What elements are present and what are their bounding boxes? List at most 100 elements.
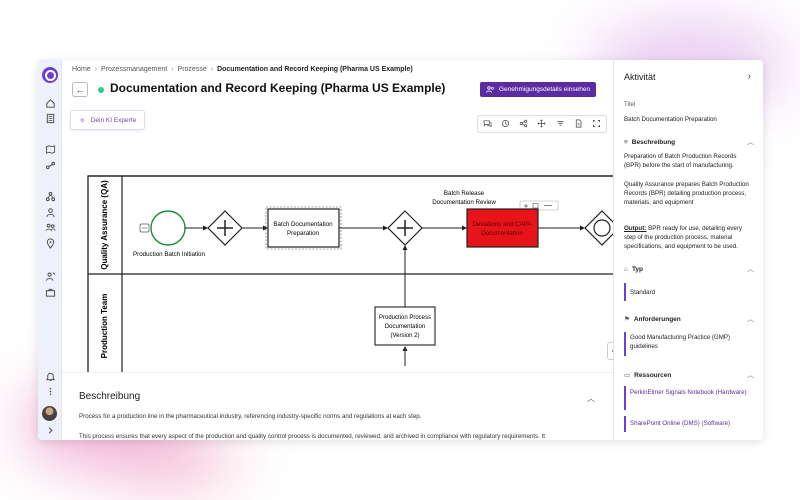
requirements-icon: ⚑ xyxy=(624,316,630,323)
description-text: Process for a production line in the pha… xyxy=(79,413,422,420)
event-gateway[interactable] xyxy=(584,210,613,246)
task-label: Documentation xyxy=(481,230,523,237)
move-icon[interactable] xyxy=(537,115,546,133)
people-settings-icon[interactable] xyxy=(44,270,56,282)
lane-label-production: Production Team xyxy=(100,294,109,359)
resource-accent-bar xyxy=(624,416,626,432)
beschreibung-text: Quality Assurance prepares Batch Product… xyxy=(624,181,749,206)
task-label: Production Process xyxy=(379,315,431,321)
chevron-right-icon: › xyxy=(210,66,214,73)
expand-rail-icon[interactable] xyxy=(44,424,56,436)
breadcrumb: Home › Prozessmanagement › Prozesse › Do… xyxy=(72,66,413,73)
location-icon[interactable] xyxy=(44,237,56,249)
back-button[interactable]: ← xyxy=(72,82,88,97)
sparkle-icon: ✧ xyxy=(79,115,86,125)
ai-expert-button[interactable]: ✧ Dein KI Experte xyxy=(70,110,146,130)
user-icon[interactable] xyxy=(44,206,56,218)
description-heading: Beschreibung xyxy=(79,391,141,402)
filter-icon[interactable] xyxy=(556,115,565,133)
box-icon: ▭ xyxy=(624,372,631,379)
approval-details-button[interactable]: Genehmigungsdetails einsehen xyxy=(480,82,597,97)
anforderungen-section-header[interactable]: ⚑ Anforderungen ︿ xyxy=(624,313,754,325)
chevron-right-icon: › xyxy=(94,66,98,73)
message-icon xyxy=(139,223,150,233)
panel-heading: Aktivität xyxy=(624,72,656,82)
task-label: Batch Documentation xyxy=(273,221,333,228)
map-icon[interactable] xyxy=(44,143,56,155)
main-area: Home › Prozessmanagement › Prozesse › Do… xyxy=(62,60,625,440)
task-label: Preparation xyxy=(287,230,320,237)
text-lines-icon: ≡ xyxy=(624,138,628,146)
comments-icon[interactable] xyxy=(483,115,492,133)
users-icon[interactable] xyxy=(44,221,56,233)
people-icon xyxy=(486,86,494,93)
ai-expert-label: Dein KI Experte xyxy=(90,116,137,124)
breadcrumb-processes[interactable]: Prozesse xyxy=(177,66,207,73)
approval-details-label: Genehmigungsdetails einsehen xyxy=(499,86,591,93)
task-label: (Version 2) xyxy=(390,333,419,339)
list-icon[interactable] xyxy=(44,112,56,124)
resource-accent-bar xyxy=(624,386,626,410)
task-batch-documentation[interactable] xyxy=(265,206,342,250)
status-dot xyxy=(98,87,104,93)
output-text: Output: BPR ready for use, detailing eve… xyxy=(624,225,754,252)
anforderungen-accent-bar xyxy=(624,332,626,356)
process-diagram[interactable]: Quality Assurance (QA) Production Team P… xyxy=(62,136,613,376)
briefcase-icon[interactable] xyxy=(44,286,56,298)
parallel-gateway[interactable] xyxy=(387,210,423,246)
context-pad[interactable] xyxy=(519,200,559,211)
beschreibung-label: Beschreibung xyxy=(631,138,676,146)
title-field[interactable]: Batch Documentation Preparation xyxy=(624,116,717,123)
typ-value: Standard xyxy=(630,289,656,296)
task-label: Documentation xyxy=(385,324,425,330)
start-event[interactable] xyxy=(150,210,186,246)
chevron-up-icon: ︿ xyxy=(747,266,754,273)
description-text: This process ensures that every aspect o… xyxy=(79,433,546,440)
chevron-right-icon[interactable]: › xyxy=(747,71,751,82)
chevron-right-icon: › xyxy=(171,66,174,73)
flow-label: Documentation Review xyxy=(432,199,496,206)
title-label: Titel xyxy=(624,102,636,108)
typ-section-header[interactable]: ⌂ Typ ︿ xyxy=(624,263,754,275)
chevron-up-icon: ︿ xyxy=(747,372,754,379)
resource-link[interactable]: PerkinElmer Signals Notebook (Hardware) xyxy=(630,389,747,396)
task-label: Deviations and CAPA xyxy=(472,221,532,228)
beschreibung-text: Preparation of Batch Production Records … xyxy=(624,153,737,169)
document-icon[interactable] xyxy=(574,115,583,133)
output-label: Output: xyxy=(624,225,647,232)
anforderungen-value: Good Manufacturing Practice (GMP) guidel… xyxy=(630,334,731,350)
ressourcen-section-header[interactable]: ▭ Ressourcen ︿ xyxy=(624,369,754,381)
expand-icon[interactable] xyxy=(592,115,601,133)
task-deviations-capa[interactable] xyxy=(466,208,539,248)
more-vertical-icon[interactable] xyxy=(44,385,56,397)
anforderungen-label: Anforderungen xyxy=(633,315,681,323)
hierarchy-icon[interactable] xyxy=(44,190,56,202)
tag-icon: ⌂ xyxy=(624,265,628,273)
bell-icon[interactable] xyxy=(44,370,56,382)
collapse-chevron-icon[interactable]: ︿ xyxy=(587,394,595,403)
typ-label: Typ xyxy=(631,265,644,273)
beschreibung-section-header[interactable]: ≡ Beschreibung ︿ xyxy=(624,136,754,148)
app-logo[interactable] xyxy=(42,67,58,83)
task-production-process[interactable] xyxy=(374,306,436,346)
lane-label-qa: Quality Assurance (QA) xyxy=(100,180,109,270)
parallel-gateway[interactable] xyxy=(207,210,243,246)
home-icon[interactable] xyxy=(44,97,56,109)
chevron-up-icon: ︿ xyxy=(747,139,754,146)
ressourcen-label: Ressourcen xyxy=(634,371,672,379)
nav-rail xyxy=(38,60,62,440)
typ-accent-bar xyxy=(624,283,626,301)
avatar[interactable] xyxy=(42,406,57,421)
flow-label: Batch Release xyxy=(444,190,485,197)
history-icon[interactable] xyxy=(501,115,510,133)
graph-icon[interactable] xyxy=(44,159,56,171)
breadcrumb-home[interactable]: Home xyxy=(72,66,91,73)
breadcrumb-current: Documentation and Record Keeping (Pharma… xyxy=(217,66,413,73)
share-network-icon[interactable] xyxy=(519,115,528,133)
output-value: BPR ready for use, detailing every step … xyxy=(624,225,742,250)
resource-link[interactable]: SharePoint Online (DMS) (Software) xyxy=(630,420,731,427)
diagram-toolbar xyxy=(477,115,607,133)
breadcrumb-process-management[interactable]: Prozessmanagement xyxy=(101,66,168,73)
start-event-label: Production Batch Initiation xyxy=(133,251,205,258)
